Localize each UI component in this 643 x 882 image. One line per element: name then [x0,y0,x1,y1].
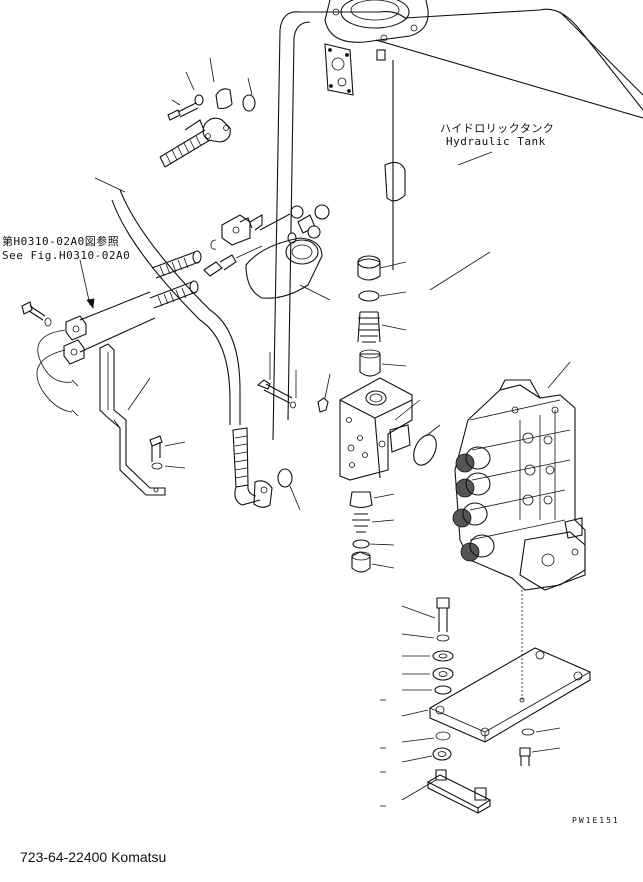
hydraulic-tank [272,0,643,441]
hydraulic-tank-label-en: Hydraulic Tank [446,135,546,148]
drawing-code: PW1E151 [572,816,620,825]
mounting-bracket [99,343,186,496]
control-valve [452,361,586,700]
filter-group [203,204,331,301]
mounting-plate-group [380,597,591,814]
part-caption: 723-64-22400 Komatsu [20,849,167,865]
see-figure-reference-en: See Fig.H0310-02A0 [2,249,131,262]
hose-and-bracket [21,250,202,417]
return-hose [94,177,301,511]
hydraulic-tank-label-jp: ハイドロリックタンク [440,122,555,135]
clamp-bolt-group [159,57,256,168]
valve-block [256,255,441,573]
see-figure-reference-jp: 第H0310-02A0図参照 [2,235,120,248]
